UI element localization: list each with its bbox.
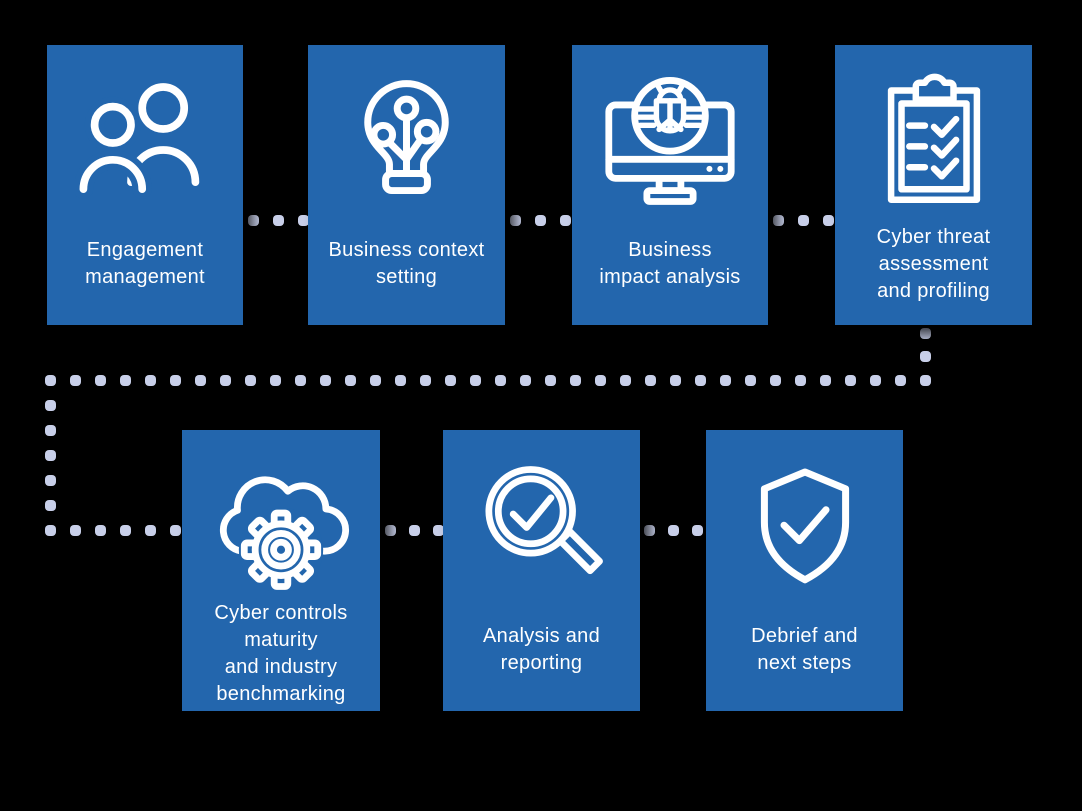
connector-dot	[219, 374, 231, 386]
connector-dot	[819, 374, 831, 386]
step-label: Cyber controls maturity and industry ben…	[214, 602, 348, 705]
connector-dot	[519, 374, 531, 386]
step-box-cyber-controls-maturity: Cyber controls maturity and industry ben…	[182, 430, 380, 711]
connector-dot	[919, 350, 931, 362]
connector-dot	[534, 214, 546, 226]
connector-dot	[394, 374, 406, 386]
people-icon	[75, 70, 215, 215]
monitor-bug-icon	[595, 70, 745, 215]
connector-dot	[119, 374, 131, 386]
step-label: Engagement management	[85, 239, 205, 288]
connector-dot	[569, 374, 581, 386]
step-box-cyber-threat-assessment: Cyber threat assessment and profiling	[835, 45, 1032, 325]
connector-dot	[384, 524, 396, 536]
step-box-business-impact-analysis: Business impact analysis	[572, 45, 768, 325]
connector-dot	[194, 374, 206, 386]
connector-dot	[44, 399, 56, 411]
connector-dot	[44, 374, 56, 386]
connector-dot	[369, 374, 381, 386]
connector-dot	[169, 374, 181, 386]
connector-dot	[797, 214, 809, 226]
cloud-gear-icon	[206, 455, 356, 600]
connector-dot	[844, 374, 856, 386]
connector-dot	[432, 524, 444, 536]
connector-dot	[119, 524, 131, 536]
connector-dot	[244, 374, 256, 386]
step-box-business-context-setting: Business context setting	[308, 45, 505, 325]
connector-dot	[669, 374, 681, 386]
clipboard-checklist-icon	[869, 70, 999, 215]
connector-dot	[919, 327, 931, 339]
connector-dot	[419, 374, 431, 386]
connector-dot	[69, 374, 81, 386]
connector-dot	[44, 524, 56, 536]
connector-dot	[94, 524, 106, 536]
connector-dot	[44, 449, 56, 461]
connector-dot	[69, 524, 81, 536]
connector-dot	[494, 374, 506, 386]
connector-dot	[144, 524, 156, 536]
connector-dot	[744, 374, 756, 386]
connector-dot	[772, 214, 784, 226]
connector-dot	[794, 374, 806, 386]
connector-dot	[643, 524, 655, 536]
connector-dot	[444, 374, 456, 386]
connector-dot	[469, 374, 481, 386]
connector-dot	[694, 374, 706, 386]
connector-dot	[667, 524, 679, 536]
connector-dot	[344, 374, 356, 386]
step-label: Business context setting	[328, 239, 485, 288]
connector-dot	[319, 374, 331, 386]
connector-dot	[509, 214, 521, 226]
connector-dot	[919, 374, 931, 386]
connector-dot	[869, 374, 881, 386]
connector-dot	[272, 214, 284, 226]
connector-dot	[769, 374, 781, 386]
step-box-engagement-management: Engagement management	[47, 45, 243, 325]
step-label: Debrief and next steps	[751, 624, 858, 674]
connector-dot	[408, 524, 420, 536]
connector-dot	[719, 374, 731, 386]
step-label: Cyber threat assessment and profiling	[876, 225, 991, 302]
shield-check-icon	[735, 455, 875, 600]
connector-dot	[144, 374, 156, 386]
step-label: Analysis and reporting	[483, 624, 600, 674]
connector-dot	[297, 214, 309, 226]
magnifier-check-icon	[474, 455, 609, 600]
connector-dot	[544, 374, 556, 386]
connector-dot	[644, 374, 656, 386]
step-box-debrief-next-steps: Debrief and next steps	[706, 430, 903, 711]
connector-dot	[594, 374, 606, 386]
connector-dot	[247, 214, 259, 226]
connector-dot	[822, 214, 834, 226]
connector-dot	[894, 374, 906, 386]
step-label: Business impact analysis	[599, 239, 741, 288]
step-box-analysis-and-reporting: Analysis and reporting	[443, 430, 640, 711]
connector-dot	[691, 524, 703, 536]
connector-dot	[269, 374, 281, 386]
connector-dot	[294, 374, 306, 386]
connector-dot	[619, 374, 631, 386]
connector-dot	[44, 474, 56, 486]
lightbulb-circuit-icon	[329, 70, 484, 215]
connector-dot	[44, 424, 56, 436]
connector-dot	[559, 214, 571, 226]
connector-dot	[94, 374, 106, 386]
connector-dot	[44, 499, 56, 511]
connector-dot	[169, 524, 181, 536]
